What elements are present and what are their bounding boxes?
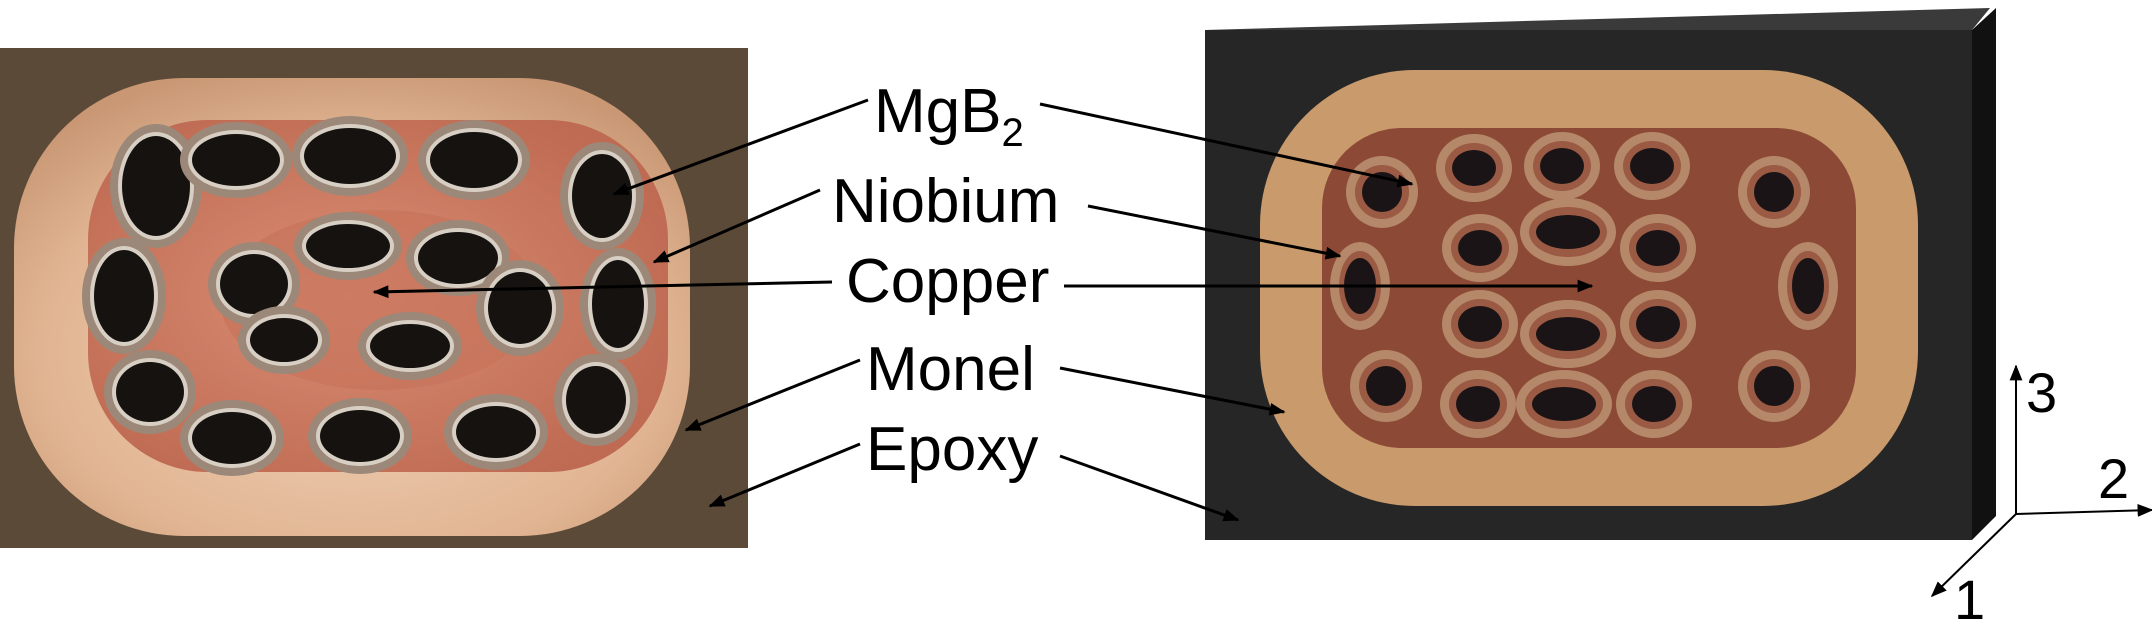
micrograph-mgb2-core xyxy=(306,224,390,268)
model-panel xyxy=(1205,8,1996,540)
micrograph-mgb2-core xyxy=(572,154,632,238)
model-filament xyxy=(1738,350,1810,422)
material-labels: MgB2 Niobium Copper Monel Epoxy xyxy=(832,77,1059,484)
model-mgb2-core xyxy=(1540,148,1584,184)
model-filament xyxy=(1442,214,1518,282)
model-mgb2-core xyxy=(1636,230,1680,266)
model-mgb2-core xyxy=(1630,148,1674,184)
micrograph-mgb2-core xyxy=(116,362,184,422)
micrograph-filament xyxy=(476,260,564,356)
axis-label-three: 3 xyxy=(2026,361,2057,424)
model-mgb2-core xyxy=(1456,386,1500,422)
epoxy-block-top-face xyxy=(1205,8,1990,30)
label-mgb2-subscript: 2 xyxy=(1001,111,1023,155)
micrograph-mgb2-core xyxy=(250,318,318,362)
micrograph-filament xyxy=(358,312,462,380)
micrograph-mgb2-core xyxy=(488,272,552,344)
model-filament xyxy=(1516,370,1612,438)
micrograph-mgb2-core xyxy=(122,136,190,236)
model-filament xyxy=(1346,156,1418,228)
micrograph-filament xyxy=(104,350,196,434)
model-filament xyxy=(1520,300,1616,368)
label-niobium: Niobium xyxy=(832,167,1059,236)
axis-label-one: 1 xyxy=(1954,568,1985,619)
label-epoxy: Epoxy xyxy=(866,415,1038,484)
micrograph-filament xyxy=(180,122,292,198)
model-mgb2-core xyxy=(1458,230,1502,266)
micrograph-mgb2-core xyxy=(220,254,288,314)
micrograph-mgb2-core xyxy=(304,128,396,184)
micrograph-filament xyxy=(180,400,284,476)
model-filament xyxy=(1440,370,1516,438)
micrograph-mgb2-core xyxy=(192,412,272,464)
micrograph-filament xyxy=(554,354,638,446)
axis-label-two: 2 xyxy=(2098,447,2129,510)
model-filament xyxy=(1524,132,1600,200)
model-filament xyxy=(1738,156,1810,228)
micrograph-mgb2-core xyxy=(418,232,498,284)
model-filament xyxy=(1350,350,1422,422)
micrograph-filament xyxy=(292,116,408,196)
model-mgb2-core xyxy=(1632,386,1676,422)
model-filament xyxy=(1614,132,1690,200)
micrograph-filament xyxy=(308,398,412,474)
label-mgb2-main: MgB xyxy=(874,77,1001,146)
model-mgb2-core xyxy=(1452,150,1496,186)
micrograph-mgb2-core xyxy=(320,410,400,462)
model-mgb2-core xyxy=(1792,258,1824,314)
model-mgb2-core xyxy=(1636,306,1680,342)
micrograph-filament xyxy=(82,238,166,354)
model-filament xyxy=(1616,370,1692,438)
micrograph-filament xyxy=(580,248,656,360)
micrograph-mgb2-core xyxy=(192,134,280,186)
micrograph-filament xyxy=(418,120,530,200)
model-mgb2-core xyxy=(1754,366,1794,406)
label-mgb2: MgB2 xyxy=(874,77,1024,155)
axis-two-line xyxy=(2016,510,2152,514)
micrograph-mgb2-core xyxy=(592,260,644,348)
model-filament xyxy=(1436,134,1512,202)
micrograph-filament xyxy=(444,394,548,470)
model-filament xyxy=(1442,290,1518,358)
model-mgb2-core xyxy=(1536,317,1600,351)
model-filament xyxy=(1520,198,1616,266)
micrograph-mgb2-core xyxy=(370,324,450,368)
micrograph-filament xyxy=(238,306,330,374)
micrograph-mgb2-core xyxy=(566,366,626,434)
model-mgb2-core xyxy=(1754,172,1794,212)
label-copper: Copper xyxy=(846,247,1049,316)
model-mgb2-core xyxy=(1366,366,1406,406)
micrograph-filament xyxy=(560,142,644,250)
micrograph-mgb2-core xyxy=(430,132,518,188)
model-filament xyxy=(1620,214,1696,282)
micrograph-mgb2-core xyxy=(456,406,536,458)
model-filament xyxy=(1620,290,1696,358)
model-filament xyxy=(1778,242,1838,330)
model-mgb2-core xyxy=(1532,387,1596,421)
epoxy-block-side-face xyxy=(1972,8,1996,540)
micrograph-panel xyxy=(0,48,748,548)
label-monel: Monel xyxy=(866,335,1035,404)
model-mgb2-core xyxy=(1536,215,1600,249)
micrograph-filament xyxy=(294,212,402,280)
micrograph-mgb2-core xyxy=(94,250,154,342)
model-mgb2-core xyxy=(1458,306,1502,342)
